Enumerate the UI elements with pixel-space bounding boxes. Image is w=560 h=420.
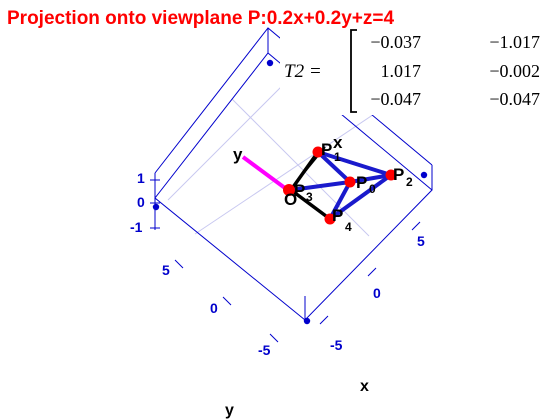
point-p2 — [385, 169, 397, 181]
transform-matrix: T2 = −0.037 −1.017 1.017 −0.002 −0.047 −… — [280, 27, 560, 115]
y-axis-marker-line — [241, 155, 291, 193]
edge-p0-p2 — [348, 173, 393, 184]
corner-dots — [152, 59, 428, 325]
x-tick-labels: -5 0 5 — [330, 233, 425, 353]
point-sub-p0: 0 — [369, 182, 376, 196]
point-label-p4: P — [332, 206, 343, 225]
corner-dot — [152, 203, 160, 211]
z-tick-label: 0 — [137, 194, 145, 210]
x-tick-label: -5 — [330, 337, 343, 353]
point-sub-p2: 2 — [406, 175, 413, 189]
points — [283, 146, 397, 225]
matrix-cell: 1.017 — [381, 61, 422, 81]
edge-p1-p3 — [289, 150, 320, 192]
point-p1 — [312, 146, 324, 158]
point-label-p0: P — [356, 173, 367, 192]
edge-p1-p2 — [316, 150, 393, 177]
corner-dot — [420, 171, 428, 179]
edge-p0-p4 — [328, 180, 352, 221]
matrix-cell: −1.017 — [489, 32, 540, 52]
corner-dot — [303, 317, 311, 325]
matrix-cell: −0.002 — [489, 61, 540, 81]
edge-p0-p1 — [316, 150, 352, 184]
point-p3 — [283, 184, 295, 196]
origin-label: O — [284, 190, 297, 209]
y-axis-label: y — [225, 402, 234, 419]
matrix-label: T2 = — [284, 61, 322, 82]
point-sub-p1: 1 — [334, 150, 341, 164]
y-tick-label: 5 — [162, 262, 170, 278]
matrix-bracket-left — [350, 29, 357, 113]
corner-dot — [266, 59, 274, 67]
point-sub-p3: 3 — [306, 190, 313, 204]
y-tick-labels: 5 0 -5 — [162, 262, 271, 358]
y-tick-label: 0 — [210, 300, 218, 316]
point-label-p2: P — [393, 165, 404, 184]
x-tick-label: 5 — [417, 233, 425, 249]
z-tick-label: -1 — [130, 219, 143, 235]
point-labels: P 0 P 1 P 2 P 3 O P 4 — [284, 140, 413, 234]
edge-p2-p4 — [328, 173, 393, 221]
z-tick-label: 1 — [137, 170, 145, 186]
y-axis-marker-label: y — [233, 145, 243, 164]
edges-black — [289, 150, 332, 221]
chart-title: Projection onto viewplane P:0.2x+0.2y+z=… — [7, 8, 394, 29]
edge-p0-p3 — [289, 180, 352, 192]
edge-p3-p4 — [289, 188, 332, 221]
grid-line — [167, 67, 301, 201]
matrix-cell: −0.037 — [370, 32, 421, 52]
grid-line — [231, 98, 370, 237]
matrix-background — [280, 27, 560, 115]
box-top — [154, 27, 433, 174]
tick-marks — [150, 179, 421, 343]
z-tick-labels: 1 0 -1 — [130, 170, 145, 235]
point-sub-p4: 4 — [345, 220, 352, 234]
point-label-p1: P — [321, 140, 332, 159]
x-axis-marker-label: x — [333, 133, 343, 152]
point-p0 — [344, 176, 356, 188]
y-tick-label: -5 — [258, 342, 271, 358]
x-tick-label: 0 — [373, 285, 381, 301]
point-label-p3: P — [294, 181, 305, 200]
x-axis-label: x — [360, 378, 369, 395]
matrix-cell: −0.047 — [370, 89, 421, 109]
point-p4 — [324, 213, 336, 225]
edges-blue — [289, 150, 393, 221]
matrix-cell: −0.047 — [489, 89, 540, 109]
